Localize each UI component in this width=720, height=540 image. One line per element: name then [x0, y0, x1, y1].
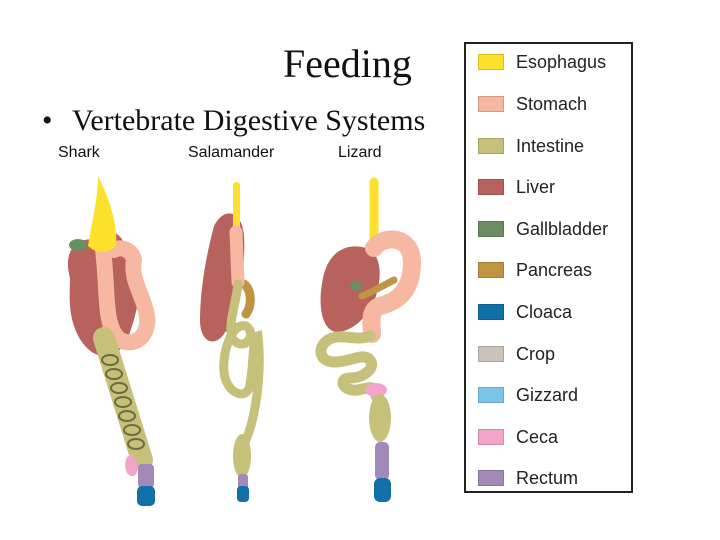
legend-swatch: [478, 138, 504, 154]
shark-stomach: [95, 240, 156, 351]
shark-intestine: [93, 327, 153, 471]
legend-item-intestine: Intestine: [478, 134, 584, 158]
salamander-cloaca: [237, 486, 249, 502]
specimen-label-salamander: Salamander: [188, 144, 275, 161]
salamander-esophagus: [233, 182, 240, 240]
shark-esophagus: [88, 176, 117, 252]
legend-swatch: [478, 179, 504, 195]
legend-swatch: [478, 221, 504, 237]
lizard-large-intestine: [369, 394, 391, 442]
lizard-digestive-system: [315, 177, 422, 502]
slide-title: Feeding: [283, 41, 412, 86]
salamander-digestive-system: [200, 182, 264, 502]
lizard-pancreas: [358, 276, 398, 300]
legend-swatch: [478, 470, 504, 486]
lizard-ceca: [365, 383, 387, 397]
legend-label: Intestine: [516, 135, 585, 156]
legend-item-pancreas: Pancreas: [478, 258, 592, 282]
legend-label: Stomach: [516, 93, 588, 114]
salamander-large-intestine: [233, 434, 251, 478]
legend-swatch: [478, 96, 504, 112]
legend-swatch: [478, 304, 504, 320]
lizard-rectum: [375, 442, 389, 480]
shark-digestive-system: [67, 176, 156, 506]
legend-item-esophagus: Esophagus: [478, 50, 606, 74]
legend-label: Ceca: [516, 426, 559, 447]
shark-rectal-gland: [125, 454, 138, 477]
legend-swatch: [478, 262, 504, 278]
legend-item-gallbladder: Gallbladder: [478, 217, 608, 241]
legend-label: Cloaca: [516, 301, 573, 322]
legend-swatch: [478, 387, 504, 403]
shark-spiral-valve: [101, 354, 145, 450]
legend-swatch: [478, 429, 504, 445]
legend-item-gizzard: Gizzard: [478, 383, 578, 407]
legend-item-crop: Crop: [478, 342, 555, 366]
lizard-cloaca: [374, 478, 391, 502]
bullet-point: • Vertebrate Digestive Systems: [42, 104, 425, 138]
legend-label: Rectum: [516, 467, 579, 488]
legend-label: Gizzard: [516, 384, 579, 405]
salamander-stomach: [229, 225, 245, 289]
legend-label: Esophagus: [516, 51, 607, 72]
lizard-stomach: [362, 230, 422, 343]
organ-legend: Esophagus Stomach Intestine Liver Gallbl…: [464, 42, 633, 493]
salamander-pancreas: [239, 279, 255, 319]
legend-item-rectum: Rectum: [478, 466, 578, 490]
bullet-dot-icon: •: [42, 104, 53, 137]
legend-label: Gallbladder: [516, 218, 609, 239]
lizard-intestine: [315, 330, 382, 402]
legend-label: Liver: [516, 176, 556, 197]
legend-swatch: [478, 54, 504, 70]
shark-cloaca: [137, 486, 155, 506]
legend-item-liver: Liver: [478, 175, 555, 199]
legend-item-stomach: Stomach: [478, 92, 587, 116]
lizard-gallbladder: [350, 281, 362, 291]
shark-rectum: [138, 464, 154, 488]
legend-label: Pancreas: [516, 259, 593, 280]
legend-item-ceca: Ceca: [478, 425, 558, 449]
specimen-label-shark: Shark: [58, 144, 100, 161]
shark-gallbladder: [69, 239, 87, 251]
salamander-intestine: [219, 279, 264, 449]
specimen-label-lizard: Lizard: [338, 144, 382, 161]
legend-label: Crop: [516, 343, 556, 364]
bullet-text: Vertebrate Digestive Systems: [72, 104, 426, 137]
legend-swatch: [478, 346, 504, 362]
legend-item-cloaca: Cloaca: [478, 300, 572, 324]
